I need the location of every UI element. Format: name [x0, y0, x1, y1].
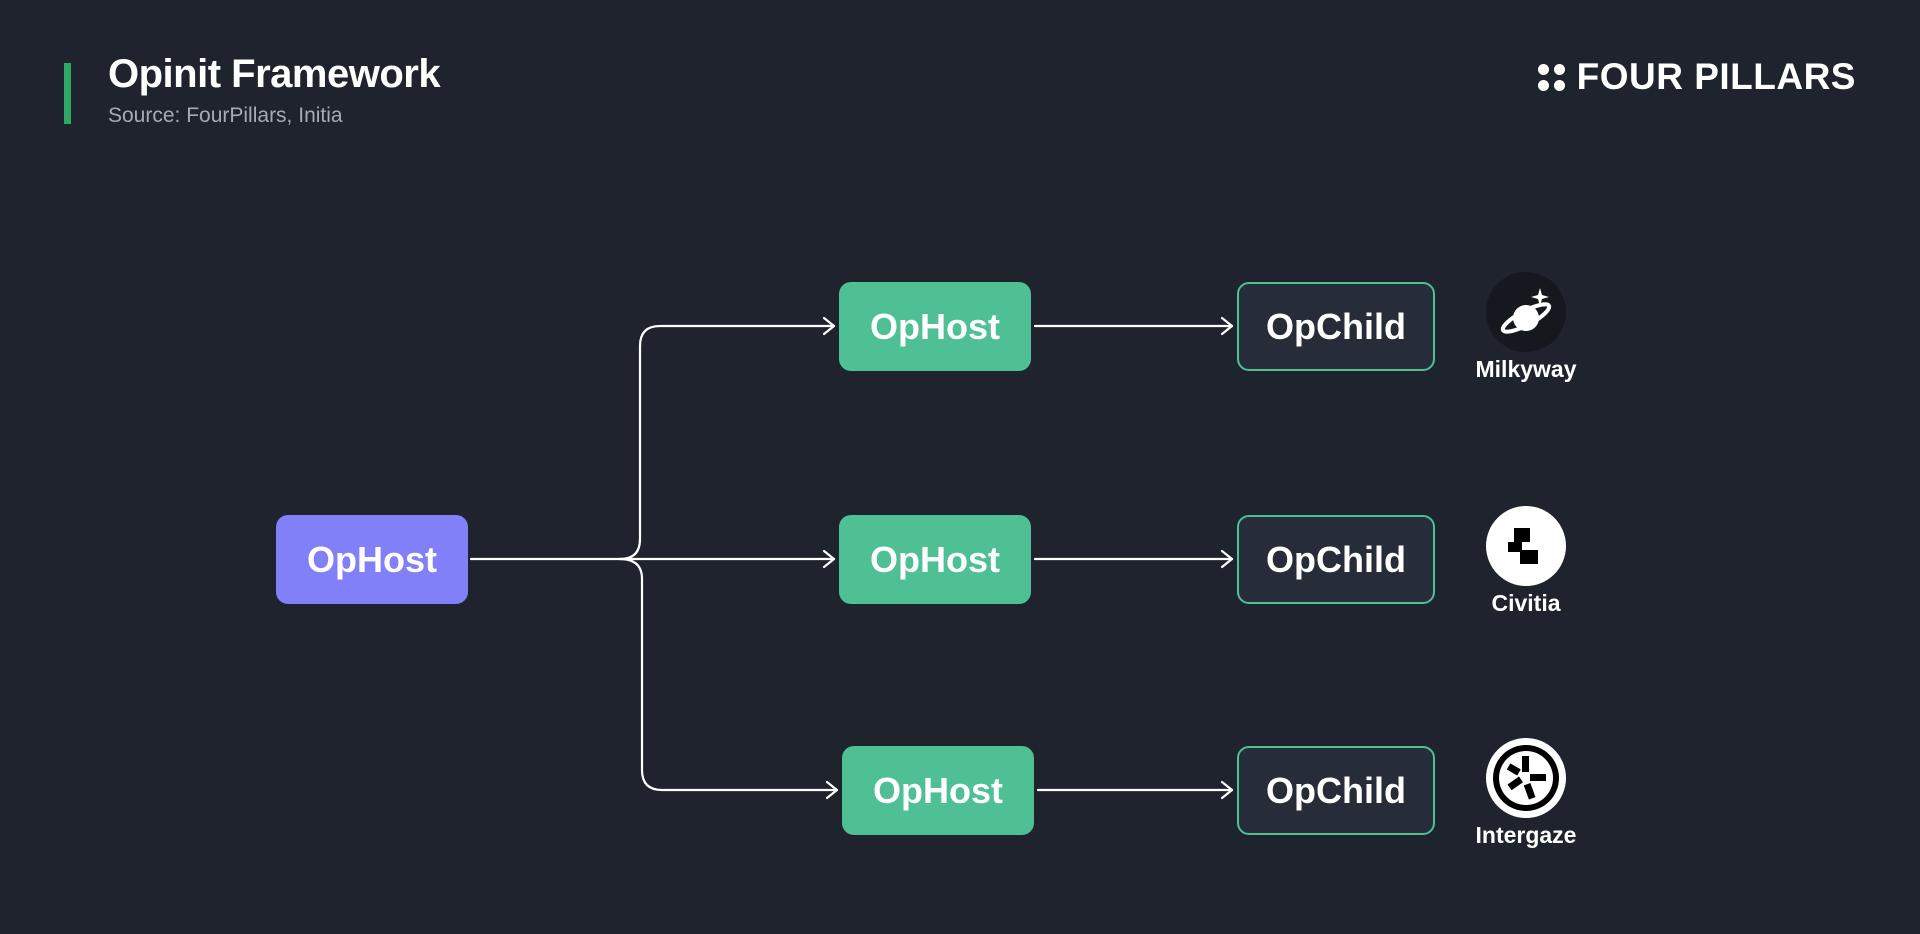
opchild-node-3: OpChild	[1237, 746, 1435, 835]
intergaze-icon	[1486, 738, 1566, 818]
page-title: Opinit Framework	[108, 52, 441, 96]
ophost-node-3: OpHost	[842, 746, 1034, 835]
root-ophost-node: OpHost	[276, 515, 468, 604]
project-label-intergaze: Intergaze	[1475, 822, 1577, 848]
source-subtitle: Source: FourPillars, Initia	[108, 104, 343, 127]
opchild-node-2: OpChild	[1237, 515, 1435, 604]
project-label-milkyway: Milkyway	[1475, 356, 1577, 382]
ophost-node-2: OpHost	[839, 515, 1031, 604]
brand-name: FOUR PILLARS	[1576, 56, 1856, 97]
connector-branch-bottom	[618, 557, 839, 792]
ophost-node-1: OpHost	[839, 282, 1031, 371]
civitia-project: Civitia	[1446, 506, 1606, 617]
civitia-icon	[1486, 506, 1566, 586]
project-label-civitia: Civitia	[1491, 590, 1561, 616]
milkyway-project: Milkyway	[1446, 272, 1606, 383]
title-accent-bar	[64, 63, 71, 124]
four-dots-icon	[1537, 63, 1565, 91]
intergaze-project: Intergaze	[1446, 738, 1606, 849]
planet-icon	[1486, 272, 1566, 352]
connector-branch-top	[618, 324, 836, 561]
brand-logo: FOUR PILLARS	[1537, 56, 1856, 98]
opchild-node-1: OpChild	[1237, 282, 1435, 371]
